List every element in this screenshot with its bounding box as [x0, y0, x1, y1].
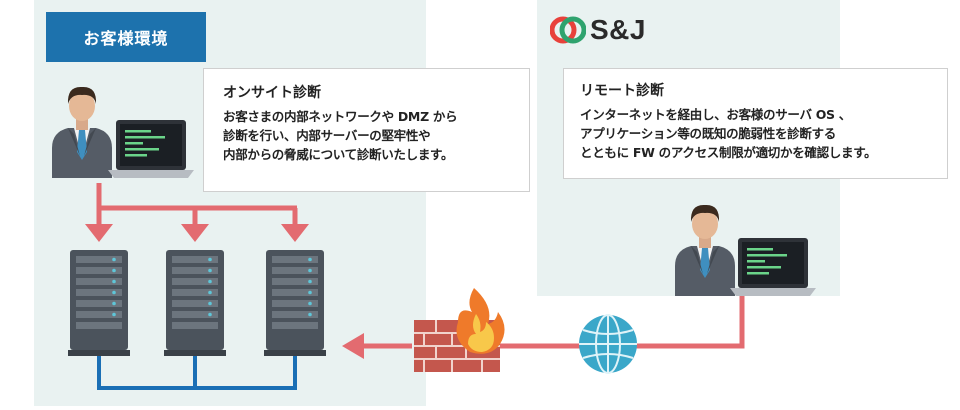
remote-path — [342, 296, 745, 359]
server-rack-icon — [164, 250, 226, 356]
network-bus — [97, 356, 297, 390]
onsite-line: お客さまの内部ネットワークや DMZ から — [223, 109, 458, 124]
remote-title: リモート診断 — [580, 83, 664, 99]
server-rack-icon — [264, 250, 326, 356]
onsite-consultant-icon — [52, 86, 194, 178]
sj-logo: S&J — [550, 13, 646, 47]
globe-icon — [579, 314, 637, 374]
customer-environment-label: お客様環境 — [46, 12, 206, 62]
onsite-line: 診断を行い、内部サーバーの堅牢性や — [223, 128, 431, 143]
onsite-title: オンサイト診断 — [223, 85, 321, 101]
firewall-icon — [414, 288, 505, 372]
onsite-diagnosis-callout: オンサイト診断 お客さまの内部ネットワークや DMZ から 診断を行い、内部サー… — [203, 68, 530, 192]
remote-line: とともに FW のアクセス制限が適切かを確認します。 — [580, 145, 877, 160]
sj-logo-mark-icon — [550, 16, 586, 44]
remote-line: インターネットを経由し、お客様のサーバ OS 、 — [580, 107, 852, 122]
remote-line: アプリケーション等の既知の脆弱性を診断する — [580, 126, 836, 141]
onsite-arrows — [85, 183, 309, 242]
brand-name: S&J — [590, 14, 646, 45]
onsite-line: 内部からの脅威について診断いたします。 — [223, 147, 454, 162]
remote-diagnosis-callout: リモート診断 インターネットを経由し、お客様のサーバ OS 、 アプリケーション… — [563, 68, 948, 179]
remote-consultant-icon — [675, 204, 816, 296]
server-rack-icon — [68, 250, 130, 356]
